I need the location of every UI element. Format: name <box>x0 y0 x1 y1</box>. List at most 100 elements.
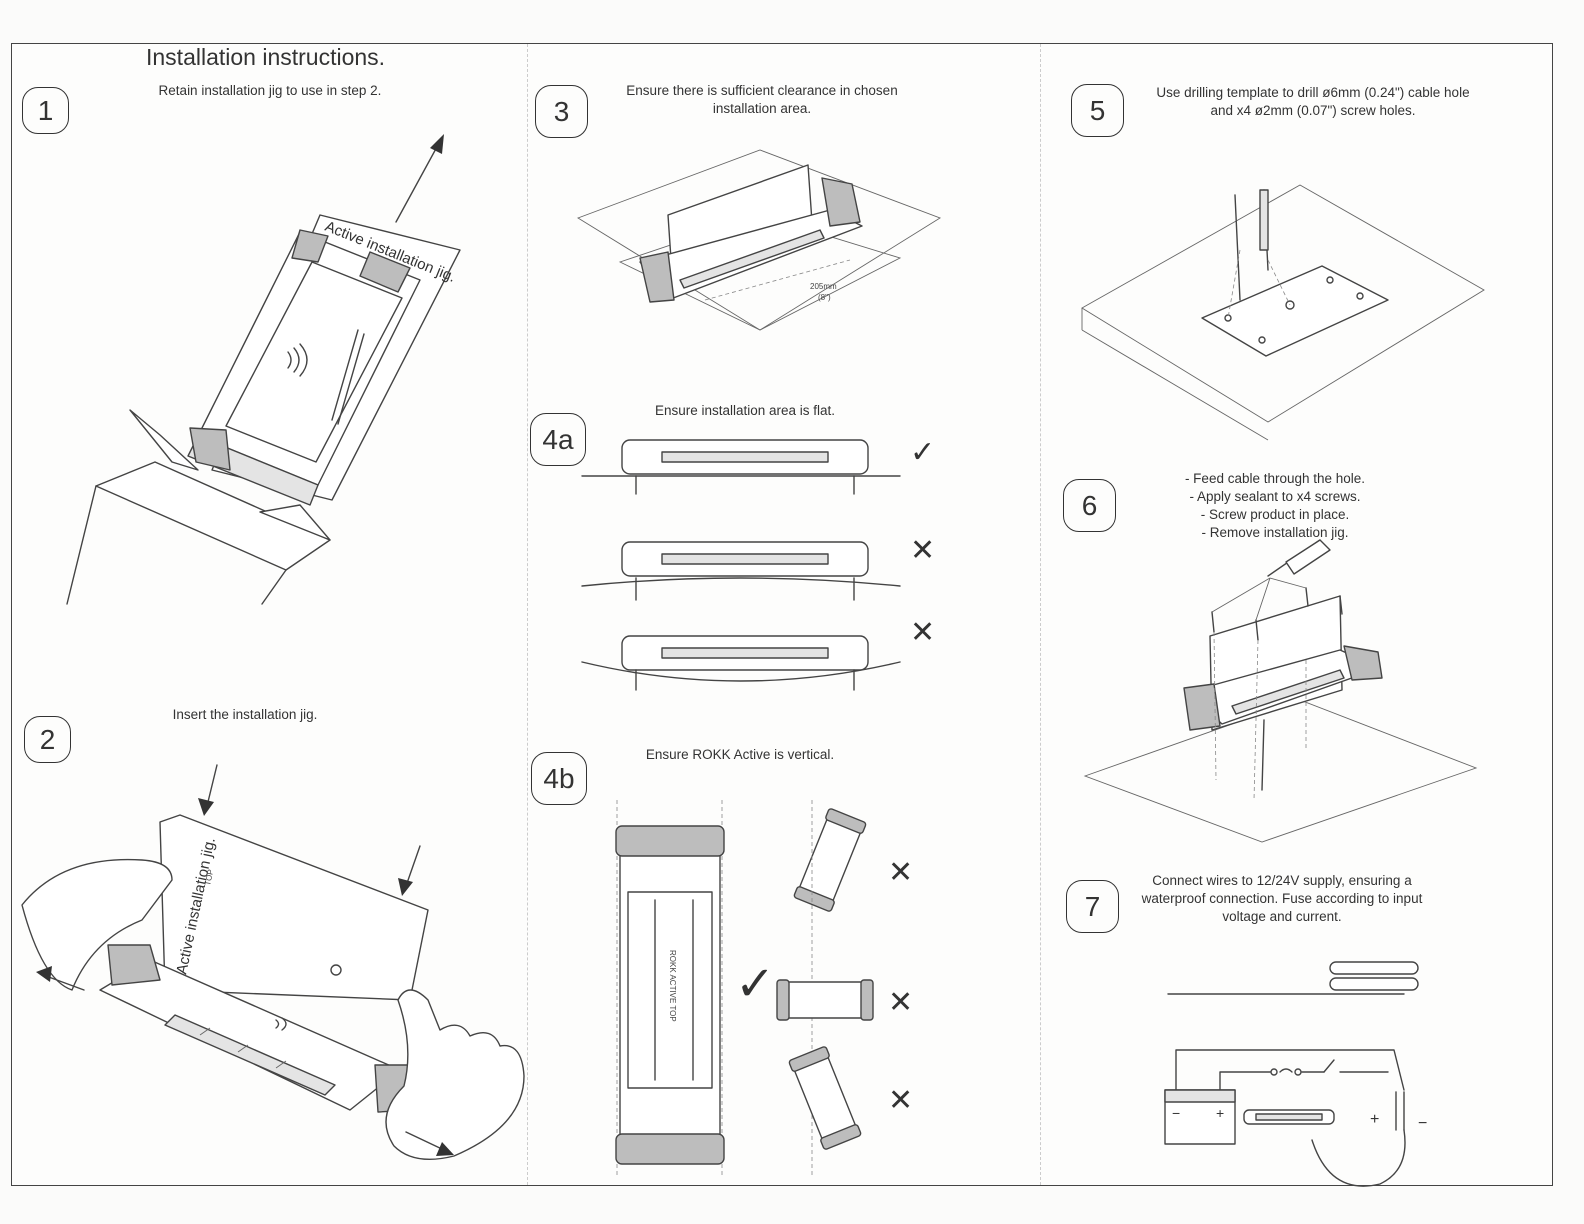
screw <box>1211 611 1215 633</box>
step-7-caption: Connect wires to 12/24V supply, ensuring… <box>1141 873 1423 924</box>
step-5-number: 5 <box>1071 84 1124 137</box>
device-slots <box>1231 669 1345 715</box>
clearance-dimension: 205mm <box>810 282 837 291</box>
horizontal-device-example <box>776 979 874 1021</box>
fuse-terminal <box>1270 1068 1278 1076</box>
step-2-caption: Insert the installation jig. <box>172 707 318 722</box>
tilted-device-example <box>788 1046 862 1150</box>
box-flap <box>129 409 199 471</box>
screw-guide <box>1253 639 1259 801</box>
pull-arrow-line <box>45 975 85 991</box>
device-clamp <box>1183 683 1221 731</box>
fold-line <box>527 44 528 1185</box>
cross-mark: ✕ <box>910 615 935 650</box>
push-arrow-line <box>405 845 421 887</box>
push-arrow-head <box>198 798 214 816</box>
push-arrow-head <box>398 878 413 896</box>
screw-hole <box>1356 292 1364 300</box>
wire <box>1329 977 1419 991</box>
terminal-positive: + <box>1370 1111 1379 1128</box>
pull-arrow-line <box>395 144 439 223</box>
step-6-caption-line-1: - Feed cable through the hole. <box>1184 471 1366 486</box>
cable-hole <box>1285 300 1295 310</box>
cable <box>1261 719 1265 791</box>
wireless-charge-icon <box>275 1017 287 1031</box>
mounting-surface <box>1081 184 1485 423</box>
sealant-gun-body <box>1285 539 1331 575</box>
step-4a-number: 4a <box>530 413 586 466</box>
pull-arrow-head <box>36 966 52 982</box>
circuit-wire <box>1219 1071 1271 1091</box>
sealant-guide <box>1255 577 1271 621</box>
page-title: Installation instructions. <box>146 44 386 70</box>
screw <box>1339 595 1343 615</box>
fuse-terminal <box>1294 1068 1302 1076</box>
terminal-negative: − <box>1418 1115 1427 1132</box>
left-hand <box>21 858 173 991</box>
screw-hole <box>1326 276 1334 284</box>
sealant-guide <box>1211 577 1271 613</box>
wireless-charge-icon <box>287 343 308 377</box>
drill-guide <box>1267 259 1291 306</box>
device-foot <box>189 427 231 471</box>
device-clamp <box>615 1133 725 1165</box>
box-edge <box>261 569 287 605</box>
cross-mark: ✕ <box>910 533 935 568</box>
step-2-number: 2 <box>24 716 71 763</box>
mounting-surface <box>576 149 942 331</box>
step-6-caption-line-4: - Remove installation jig. <box>1201 525 1349 540</box>
pull-arrow-head <box>436 1142 454 1156</box>
device-clamp <box>107 944 161 986</box>
step-6-caption-line-3: - Screw product in place. <box>1200 507 1350 522</box>
step-3-caption: Ensure there is sufficient clearance in … <box>626 83 898 116</box>
check-mark: ✓ <box>910 435 935 470</box>
device-clamp <box>291 229 329 263</box>
step-5-caption: Use drilling template to drill ø6mm (0.2… <box>1156 85 1470 118</box>
battery-positive: + <box>1216 1105 1224 1121</box>
slot-divider <box>275 1060 287 1069</box>
device-slots <box>1255 1113 1323 1121</box>
box-edge <box>66 485 97 605</box>
step-4a-caption: Ensure installation area is flat. <box>654 403 836 418</box>
screw <box>1255 619 1259 641</box>
tilted-device-example <box>793 808 867 912</box>
slot-divider <box>199 1027 211 1036</box>
clearance-dimension-inches: (8") <box>818 293 831 302</box>
screw-hole <box>1224 314 1232 322</box>
wire <box>1329 961 1419 975</box>
step-6-number: 6 <box>1063 479 1116 532</box>
cross-mark: ✕ <box>888 1083 913 1118</box>
device-clamp <box>359 251 411 293</box>
ground-wire <box>1311 1129 1406 1187</box>
battery-top <box>1164 1089 1236 1103</box>
screw-hole <box>1258 336 1266 344</box>
fold-line <box>1040 44 1041 1185</box>
step-7-number: 7 <box>1066 880 1119 933</box>
box-flap <box>259 504 331 541</box>
step-3-number: 3 <box>535 85 588 138</box>
jig-top-label: TOP <box>203 869 215 887</box>
rokk-active-top-label: ROKK ACTIVE TOP <box>668 950 677 1022</box>
sealant-guide <box>1269 577 1307 589</box>
pull-arrow-head <box>430 134 444 154</box>
device-clamp <box>639 251 675 303</box>
step-1-caption: Retain installation jig to use in step 2… <box>158 83 382 98</box>
check-mark: ✓ <box>735 956 775 1012</box>
device-slots <box>679 229 825 289</box>
installation-jig-card <box>627 891 713 1089</box>
device-clamp <box>1343 645 1383 681</box>
device-clamp <box>821 177 861 227</box>
step-6-caption-line-2: - Apply sealant to x4 screws. <box>1189 489 1361 504</box>
jig-hole <box>330 964 342 976</box>
device-slots <box>164 1014 336 1096</box>
battery-negative: − <box>1172 1105 1180 1121</box>
cross-mark: ✕ <box>888 855 913 890</box>
push-arrow-line <box>206 764 218 807</box>
drill-bit-flute <box>1259 189 1269 251</box>
